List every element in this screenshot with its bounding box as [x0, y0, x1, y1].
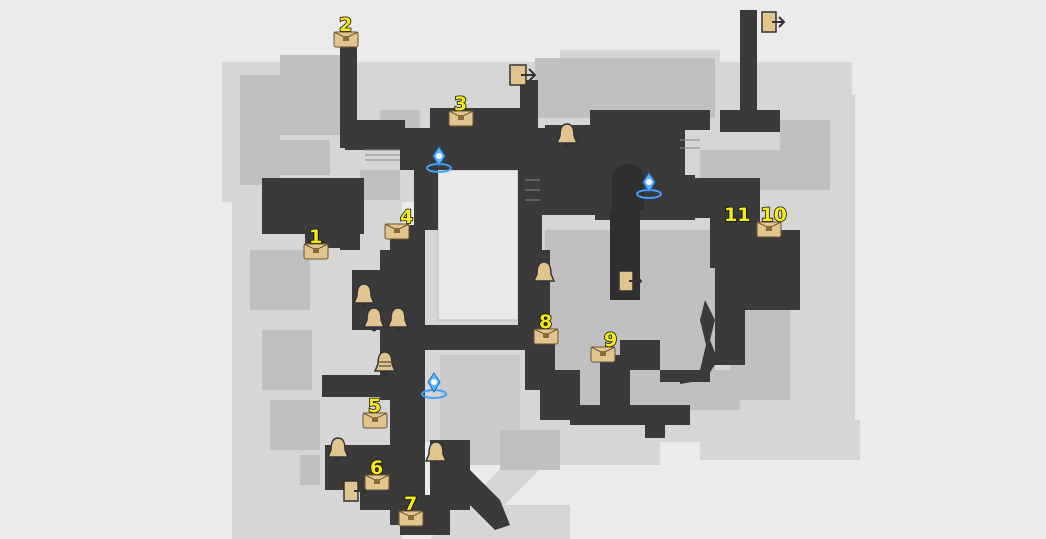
chest-number: 5 [367, 395, 382, 417]
dome-shape [612, 164, 644, 210]
chest-marker[interactable]: 1 [303, 226, 329, 259]
chest-number: 1 [308, 226, 323, 248]
chest-number: 9 [603, 329, 618, 351]
chest-marker[interactable]: 5 [362, 395, 388, 428]
chest-number: 10 [760, 204, 788, 226]
chest-number: 7 [403, 493, 418, 515]
chest-marker-pair[interactable]: 11 10 [723, 204, 788, 237]
chest-number: 6 [369, 457, 384, 479]
chest-marker[interactable]: 9 [590, 329, 618, 362]
chest-number: 2 [338, 14, 353, 36]
chest-marker[interactable]: 2 [333, 14, 359, 47]
walkways [262, 10, 800, 535]
chest-number: 8 [538, 311, 553, 333]
chest-number: 11 [723, 204, 751, 226]
chest-marker[interactable]: 7 [398, 493, 424, 526]
chest-number: 4 [399, 206, 414, 228]
chest-marker[interactable]: 3 [448, 93, 474, 126]
chest-marker[interactable]: 6 [364, 457, 390, 490]
stairs [365, 139, 700, 201]
chest-marker[interactable]: 8 [533, 311, 559, 344]
chest-marker[interactable]: 4 [384, 206, 414, 239]
chest-number: 3 [453, 93, 468, 115]
